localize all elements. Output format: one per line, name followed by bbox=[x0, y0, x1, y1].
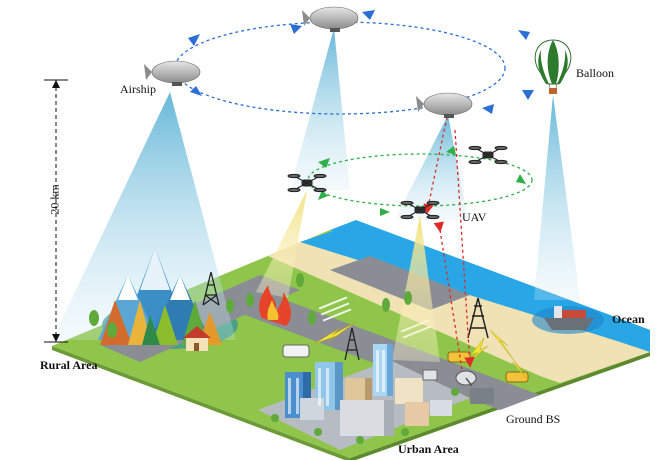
cargo-ship bbox=[532, 306, 604, 334]
cell-tower-coast bbox=[467, 297, 489, 339]
cell-tower-urban bbox=[344, 327, 360, 361]
uav-right bbox=[468, 145, 508, 165]
blue-arrowheads bbox=[188, 10, 534, 114]
urban-area-label: Urban Area bbox=[398, 442, 459, 456]
ocean-label: Ocean bbox=[612, 312, 645, 326]
balloon-icon bbox=[534, 39, 572, 94]
trees bbox=[89, 273, 412, 338]
mountains bbox=[98, 248, 222, 345]
airship-left-beam bbox=[52, 92, 236, 340]
green-arrowheads bbox=[318, 146, 526, 216]
airship-top bbox=[302, 6, 359, 32]
coverage-beams bbox=[52, 28, 580, 362]
aerial-links bbox=[174, 21, 533, 371]
ground-bs-dish bbox=[455, 370, 494, 404]
height-label: 20 km bbox=[47, 184, 62, 215]
rural-area-label: Rural Area bbox=[40, 358, 98, 372]
uav-left bbox=[287, 173, 327, 193]
wildfire bbox=[259, 285, 292, 326]
uav-center bbox=[400, 200, 440, 220]
uav-left-beam bbox=[256, 190, 307, 298]
airship-right bbox=[416, 92, 473, 118]
balloon-label: Balloon bbox=[576, 66, 614, 80]
balloon-beam bbox=[534, 95, 580, 300]
wireless-links bbox=[313, 321, 527, 379]
cell-tower-rural bbox=[202, 271, 220, 306]
airship-top-beam bbox=[290, 28, 350, 190]
airship-right-beam bbox=[395, 115, 468, 220]
rural-house bbox=[183, 326, 211, 351]
airship-left bbox=[144, 60, 201, 86]
urban-city bbox=[258, 344, 470, 450]
uav-label: UAV bbox=[462, 210, 487, 224]
height-measure bbox=[44, 79, 68, 343]
uav-center-beam bbox=[392, 215, 440, 362]
ground-bs-label: Ground BS bbox=[506, 412, 561, 426]
cars bbox=[282, 344, 529, 383]
airship-label: Airship bbox=[120, 82, 156, 96]
